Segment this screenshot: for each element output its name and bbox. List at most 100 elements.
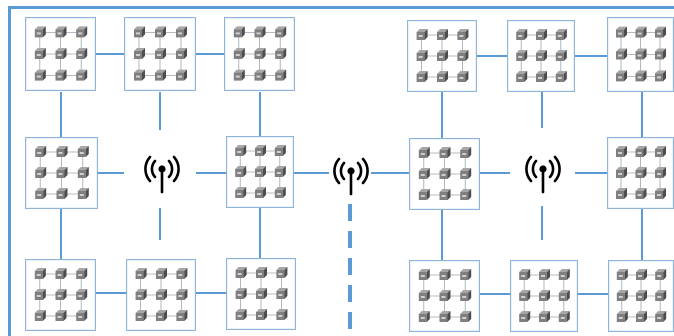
device-module [25,259,96,331]
device-icon [539,269,550,280]
connector [541,206,543,240]
connector [371,172,409,174]
device-icon [275,69,287,81]
device-icon [34,310,46,321]
device-icon [176,310,188,321]
device-icon [635,167,647,178]
device-module [126,259,196,331]
device-icon [274,187,286,198]
connector [480,172,510,174]
device-module [510,260,578,332]
device-icon [418,311,430,322]
device-icon [635,26,647,38]
device-icon [35,167,47,178]
device-grid-icon [616,146,666,199]
device-icon [56,188,68,199]
device-icon [274,145,286,156]
device-grid-icon [519,269,570,322]
device-icon [418,189,430,200]
device-icon [616,70,627,82]
device-icon [34,268,46,279]
device-icon [655,26,666,38]
device-icon [516,29,528,40]
device-icon [233,69,245,81]
device-icon [616,311,628,322]
device-icon [235,145,247,156]
device-icon [418,168,430,179]
device-icon [460,168,472,179]
device-grid-icon [135,268,188,321]
device-icon [416,71,428,82]
device-icon [34,289,46,300]
device-grid-icon [235,267,288,320]
device-icon [439,290,451,301]
connector [578,293,608,295]
connector [159,208,161,240]
device-icon [135,268,147,279]
device-icon [536,71,547,82]
device-icon [416,29,428,40]
device-icon [276,288,288,299]
device-icon [516,71,528,82]
device-icon [76,69,88,81]
device-icon [460,311,472,322]
device-icon [275,26,287,38]
device-icon [519,269,531,280]
device-icon [55,48,67,59]
device-icon [56,167,68,178]
connector [259,92,261,136]
device-grid-icon [34,268,88,321]
device-icon [655,167,666,178]
device-icon [635,146,647,157]
connector [441,210,443,260]
device-icon [418,269,430,280]
device-icon [635,70,647,82]
device-icon [176,268,188,279]
device-icon [558,290,570,301]
device-icon [55,268,67,279]
device-icon [519,311,531,322]
device-icon [439,311,451,322]
device-icon [34,69,46,81]
device-icon [439,147,451,158]
device-icon [235,309,247,320]
device-icon [35,146,47,157]
device-icon [233,26,245,38]
connector [159,92,161,130]
device-module [25,137,98,209]
device-grid-icon [235,145,286,198]
device-icon [76,48,88,59]
device-module [507,20,575,92]
connector [441,92,443,138]
device-icon [233,48,245,59]
device-icon [134,26,145,38]
device-icon [254,48,266,59]
device-module [224,17,295,91]
device-icon [439,168,451,179]
device-icon [76,310,88,321]
device-grid-icon [616,26,666,82]
device-icon [555,29,567,40]
device-icon [255,145,266,156]
device-icon [274,166,286,177]
device-grid-icon [34,26,88,81]
device-icon [636,290,647,301]
device-icon [519,290,531,301]
device-icon [555,50,567,61]
device-icon [76,26,88,38]
device-icon [457,29,469,40]
device-icon [437,29,448,40]
device-icon [460,147,472,158]
device-icon [255,166,266,177]
device-icon [235,267,247,278]
connector [96,292,126,294]
device-icon [256,288,267,299]
device-module [407,20,477,92]
device-module [124,17,196,91]
device-icon [254,26,266,38]
device-icon [55,310,67,321]
device-grid-icon [418,269,472,322]
device-icon [235,187,247,198]
device-icon [558,269,570,280]
